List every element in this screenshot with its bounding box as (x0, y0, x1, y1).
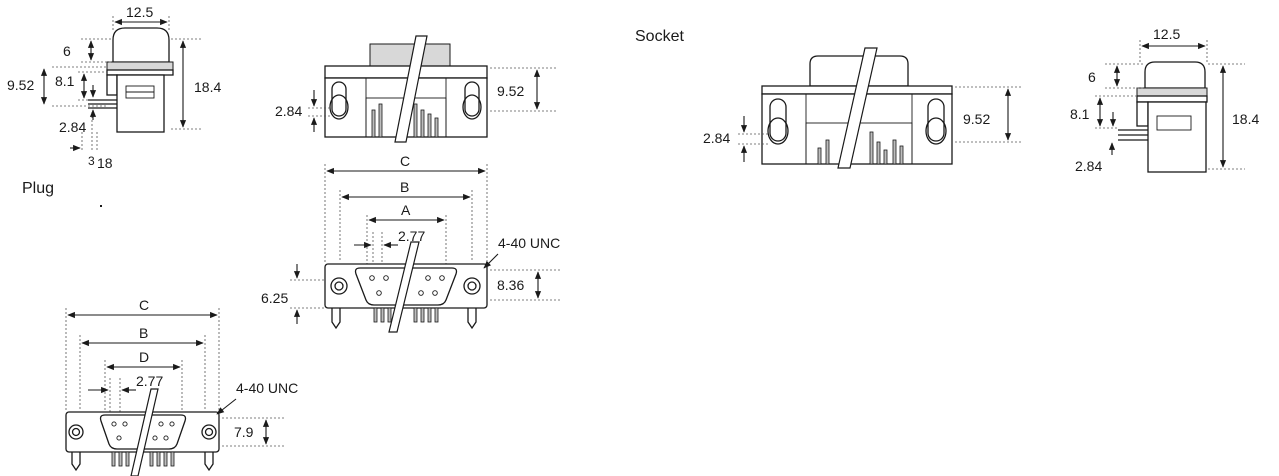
speck (100, 205, 102, 207)
plug-front-top-view: 9.52 2.84 (275, 35, 556, 143)
dim-8-1-socket: 8.1 (1070, 106, 1090, 122)
label-B-upper: B (400, 179, 409, 195)
dim-8-36: 8.36 (497, 277, 524, 293)
plug-flange-view: C B A 2.77 (261, 153, 560, 333)
dim-18-4: 18.4 (194, 79, 221, 95)
dim-9-52-socket: 9.52 (963, 111, 990, 127)
label-A-upper: A (401, 202, 411, 218)
dim-2-84-socket: 2.84 (703, 130, 730, 146)
dim-6-socket: 6 (1088, 69, 1096, 85)
dim-6-25: 6.25 (261, 290, 288, 306)
dim-2-84-front: 2.84 (275, 103, 302, 119)
dim-9-52: 9.52 (7, 77, 34, 93)
pins-bottom-lower (71, 451, 214, 472)
dim-3: 3 (88, 154, 95, 168)
dim-2-84: 2.84 (59, 119, 86, 135)
pins-bottom-upper (331, 307, 477, 330)
dim-9-52-front: 9.52 (497, 83, 524, 99)
dim-18-4-socket: 18.4 (1232, 111, 1259, 127)
socket-side-view: 12.5 6 18.4 8.1 2.84 (1070, 26, 1259, 174)
pin-grid-lower (111, 421, 175, 441)
dim-2-77-lower: 2.77 (136, 373, 163, 389)
dim-12-5-socket: 12.5 (1153, 26, 1180, 42)
socket-front-top-view: 9.52 2.84 (703, 47, 1022, 169)
dim-6: 6 (63, 43, 71, 59)
dim-2-84-socket-side: 2.84 (1075, 158, 1102, 174)
label-C-lower: C (139, 297, 149, 313)
label-C-upper: C (400, 153, 410, 169)
dim-12-5: 12.5 (126, 4, 153, 20)
plug-side-view: 12.5 6 9.52 8.1 18.4 2.84 3 18 (7, 4, 221, 171)
thread-label-lower: 4-40 UNC (236, 380, 298, 396)
dim-7-9: 7.9 (234, 424, 254, 440)
thread-label-upper: 4-40 UNC (498, 235, 560, 251)
dim-8-1: 8.1 (55, 73, 75, 89)
socket-label: Socket (635, 28, 684, 45)
label-B-lower: B (139, 325, 148, 341)
plug-label: Plug (22, 180, 54, 197)
pin-grid-upper (369, 275, 445, 296)
dim-2-77-upper: 2.77 (398, 228, 425, 244)
label-D-lower: D (139, 349, 149, 365)
dim-18: 18 (97, 155, 113, 171)
socket-flange-view: C B D 2.77 4-40 U (65, 297, 298, 476)
